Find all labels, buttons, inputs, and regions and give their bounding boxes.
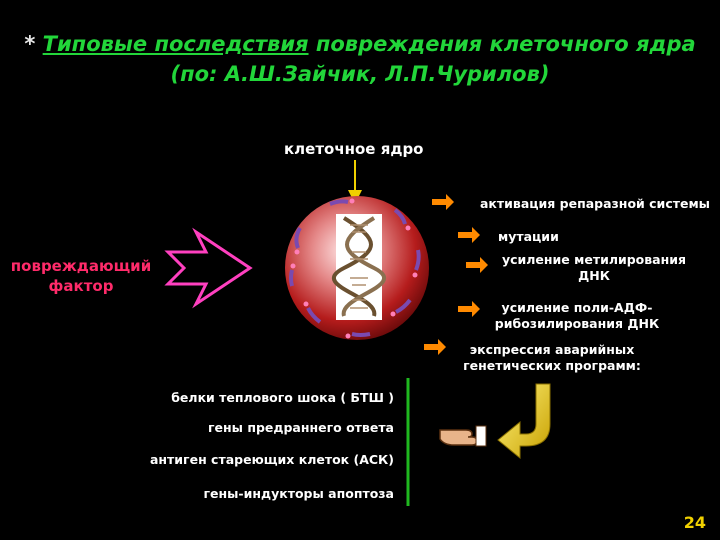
curved-return-arrow-icon — [497, 383, 551, 460]
effect-poly-adp-ribosylation: усиление поли-АДФ-рибозилирования ДНК — [494, 300, 660, 331]
program-apoptosis-inducers: гены-индукторы апоптоза — [203, 486, 394, 501]
nucleus-label: клеточное ядро — [284, 140, 424, 158]
nucleus-pores — [289, 199, 421, 337]
arrow-effect-5 — [424, 339, 446, 355]
program-heat-shock-proteins: белки теплового шока ( БТШ ) — [171, 390, 394, 405]
pointing-hand-icon — [439, 425, 487, 447]
damaging-factor-arrow-icon — [164, 227, 253, 309]
dna-helix-icon — [332, 214, 386, 320]
effect-mutations: мутации — [498, 229, 559, 244]
nucleus-pore-dots — [290, 198, 418, 339]
effect-emergency-programs: экспрессия аварийных генетических програ… — [463, 342, 641, 373]
effect-methylation: усиление метилирования ДНК — [501, 252, 687, 283]
effect-repair-activation: активация репаразной системы — [480, 196, 710, 211]
title-underlined: Типовые последствия — [42, 32, 309, 56]
arrow-effect-3 — [466, 257, 488, 273]
arrow-effect-4 — [458, 301, 480, 317]
program-early-response-genes: гены предраннего ответа — [208, 420, 394, 435]
title-rest: повреждения клеточного ядра — [308, 32, 696, 56]
effect-arrows — [424, 194, 488, 355]
program-senescence-antigen: антиген стареющих клеток (АСК) — [149, 452, 394, 467]
page-number: 24 — [683, 513, 706, 532]
damaging-factor-label: повреждающий фактор — [10, 257, 152, 295]
arrow-effect-1 — [432, 194, 454, 210]
slide-title-line2: (по: А.Ш.Зайчик, Л.П.Чурилов) — [170, 62, 550, 86]
arrow-effect-2 — [458, 227, 480, 243]
title-star: * — [24, 32, 36, 56]
slide-title-line1: * Типовые последствия повреждения клеточ… — [0, 32, 720, 56]
